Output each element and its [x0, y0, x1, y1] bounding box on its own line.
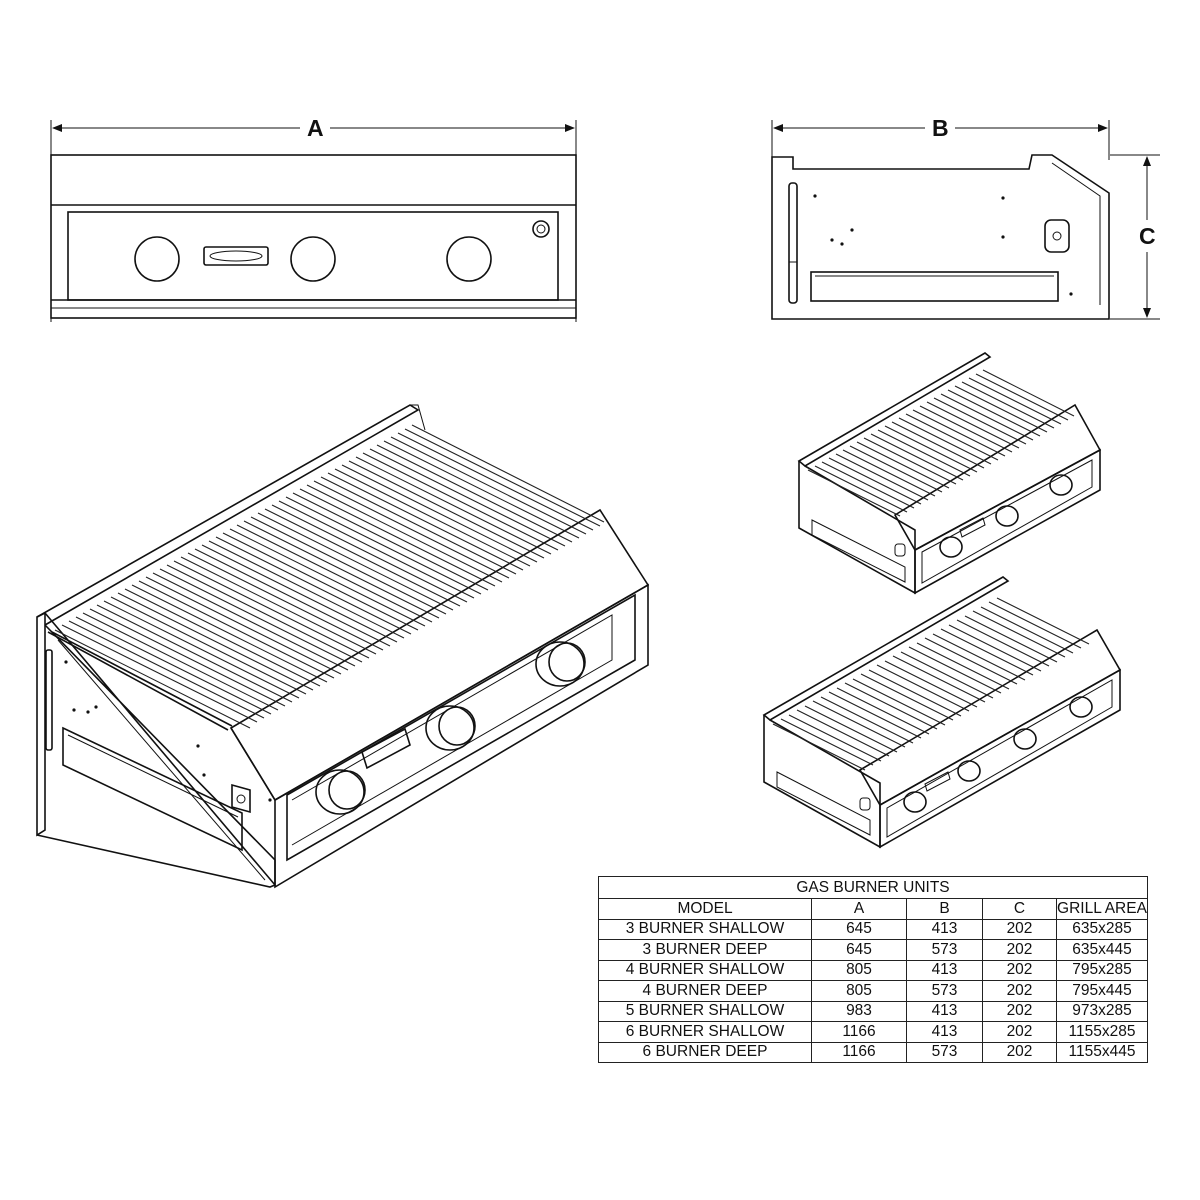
knob-icon — [903, 791, 927, 813]
c-cell: 202 — [982, 918, 1057, 940]
dimension-c-label: C — [1134, 223, 1161, 249]
table-title: GAS BURNER UNITS — [598, 876, 1148, 899]
knob-icon — [995, 505, 1019, 527]
model-cell: 6 BURNER DEEP — [598, 1041, 812, 1063]
badge-icon — [203, 246, 269, 266]
column-header-a: A — [811, 898, 907, 920]
table-row: 6 BURNER DEEP 1166 573 202 1155x445 — [598, 1041, 1148, 1063]
grill-area-cell: 1155x445 — [1056, 1041, 1148, 1063]
c-cell: 202 — [982, 939, 1057, 961]
ignition-icon — [231, 783, 251, 814]
knob-icon — [1069, 696, 1093, 718]
c-cell: 202 — [982, 1021, 1057, 1043]
model-cell: 4 BURNER SHALLOW — [598, 959, 812, 981]
dimension-b-label: B — [927, 115, 954, 141]
knob-icon — [425, 705, 475, 751]
ignition-icon — [532, 220, 550, 238]
badge-icon — [361, 727, 411, 770]
model-cell: 3 BURNER SHALLOW — [598, 918, 812, 940]
table-row: 5 BURNER SHALLOW 983 413 202 973x285 — [598, 1000, 1148, 1022]
table-header-row: MODEL A B C GRILL AREA — [598, 898, 1148, 920]
dimension-a-label: A — [302, 115, 329, 141]
knob-icon — [957, 760, 981, 782]
isometric-view-small-top — [797, 352, 1102, 595]
knob-icon — [535, 641, 585, 687]
c-cell: 202 — [982, 1000, 1057, 1022]
b-cell: 413 — [906, 1000, 983, 1022]
column-header-b: B — [906, 898, 983, 920]
knob-icon — [939, 536, 963, 558]
badge-icon — [959, 517, 986, 538]
c-cell: 202 — [982, 959, 1057, 981]
table-row: 6 BURNER SHALLOW 1166 413 202 1155x285 — [598, 1021, 1148, 1043]
isometric-view-small-bottom — [762, 576, 1122, 849]
table-title-row: GAS BURNER UNITS — [598, 876, 1148, 899]
b-cell: 413 — [906, 959, 983, 981]
grill-area-cell: 973x285 — [1056, 1000, 1148, 1022]
a-cell: 805 — [811, 980, 907, 1002]
column-header-model: MODEL — [598, 898, 812, 920]
a-cell: 1166 — [811, 1041, 907, 1063]
grill-area-cell: 795x285 — [1056, 959, 1148, 981]
knob-icon — [1013, 728, 1037, 750]
grill-area-cell: 635x445 — [1056, 939, 1148, 961]
table-row: 3 BURNER DEEP 645 573 202 635x445 — [598, 939, 1148, 961]
b-cell: 413 — [906, 918, 983, 940]
knob-icon — [134, 236, 180, 282]
b-cell: 573 — [906, 1041, 983, 1063]
a-cell: 983 — [811, 1000, 907, 1022]
table-row: 4 BURNER SHALLOW 805 413 202 795x285 — [598, 959, 1148, 981]
a-cell: 1166 — [811, 1021, 907, 1043]
b-cell: 573 — [906, 939, 983, 961]
model-cell: 5 BURNER SHALLOW — [598, 1000, 812, 1022]
b-cell: 573 — [906, 980, 983, 1002]
knob-icon — [1049, 474, 1073, 496]
knob-icon — [315, 769, 365, 815]
grill-area-cell: 1155x285 — [1056, 1021, 1148, 1043]
grill-area-cell: 635x285 — [1056, 918, 1148, 940]
column-header-c: C — [982, 898, 1057, 920]
model-cell: 3 BURNER DEEP — [598, 939, 812, 961]
front-view — [50, 120, 577, 322]
model-cell: 4 BURNER DEEP — [598, 980, 812, 1002]
table-row: 4 BURNER DEEP 805 573 202 795x445 — [598, 980, 1148, 1002]
table-row: 3 BURNER SHALLOW 645 413 202 635x285 — [598, 918, 1148, 940]
ignition-icon — [894, 543, 906, 557]
badge-icon — [924, 771, 951, 792]
c-cell: 202 — [982, 980, 1057, 1002]
knob-icon — [290, 236, 336, 282]
grill-area-cell: 795x445 — [1056, 980, 1148, 1002]
gas-burner-units-table: GAS BURNER UNITS MODEL A B C GRILL AREA … — [598, 876, 1148, 1063]
a-cell: 645 — [811, 918, 907, 940]
isometric-view-large — [36, 404, 650, 889]
ignition-icon — [1044, 219, 1070, 253]
model-cell: 6 BURNER SHALLOW — [598, 1021, 812, 1043]
knob-icon — [446, 236, 492, 282]
ignition-icon — [859, 797, 871, 811]
c-cell: 202 — [982, 1041, 1057, 1063]
b-cell: 413 — [906, 1021, 983, 1043]
column-header-grill-area: GRILL AREA — [1056, 898, 1148, 920]
a-cell: 645 — [811, 939, 907, 961]
side-view — [771, 120, 1160, 320]
a-cell: 805 — [811, 959, 907, 981]
